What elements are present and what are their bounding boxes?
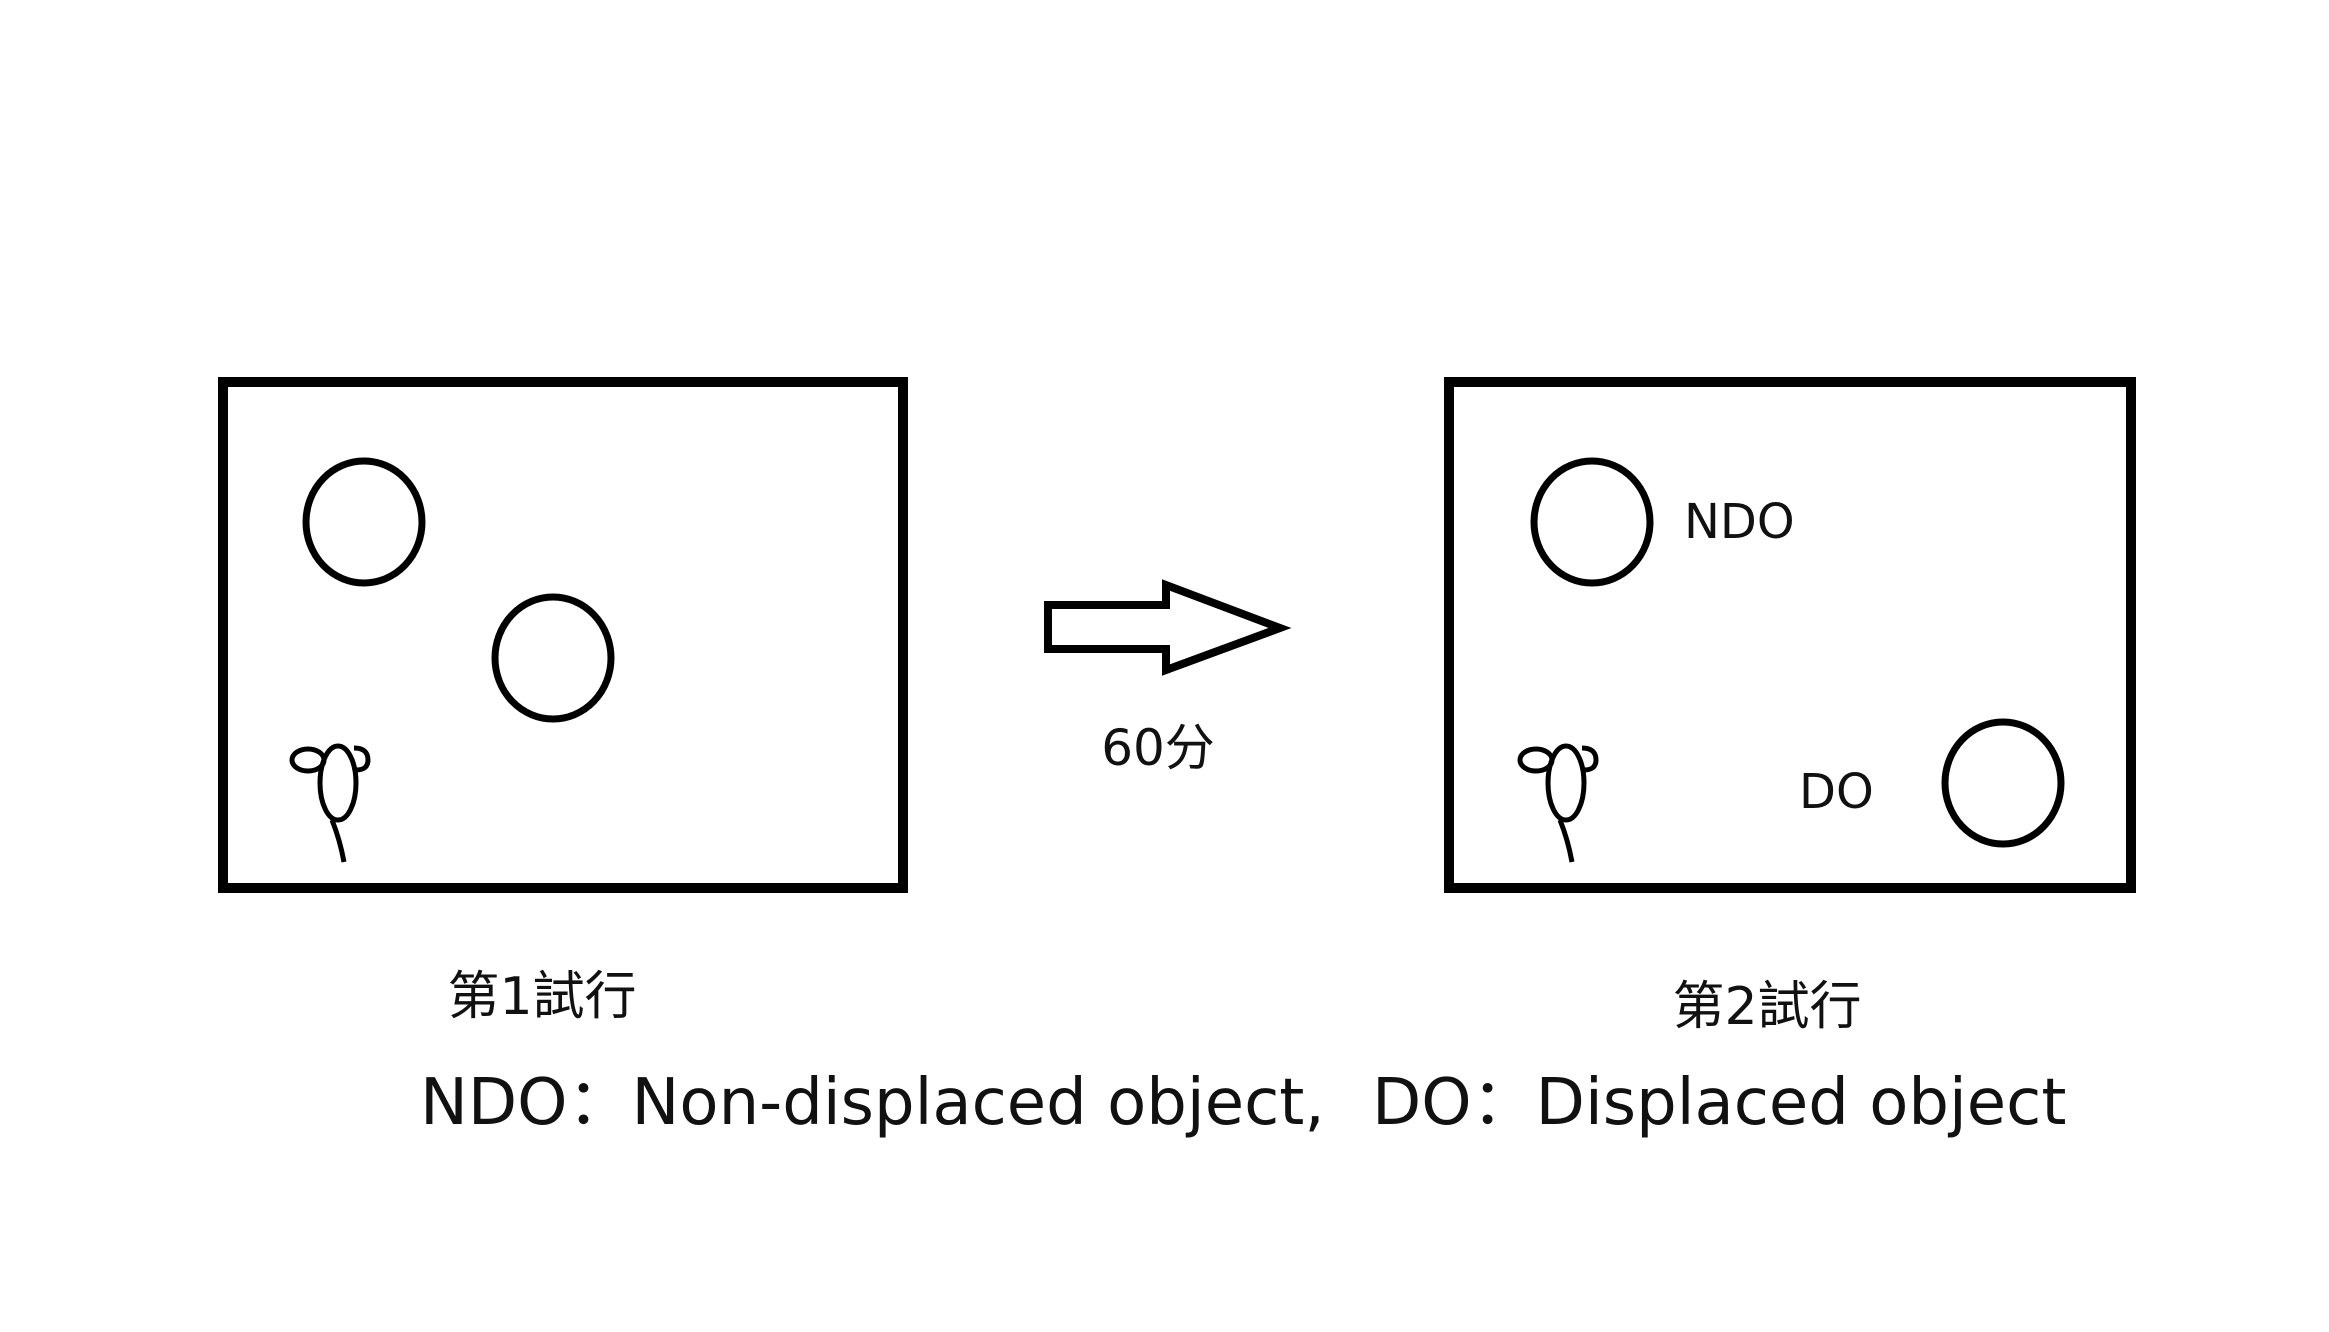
caption-ndo-text: Non-displaced object, bbox=[632, 1066, 1325, 1140]
caption-ndo-abbr: NDO bbox=[420, 1066, 568, 1140]
trial1-label: 第1試行 bbox=[447, 967, 636, 1027]
mouse-icon bbox=[289, 743, 371, 863]
caption-do-text: Displaced object bbox=[1536, 1066, 2067, 1140]
mouse-icon bbox=[1517, 743, 1599, 863]
trial1-object-a bbox=[302, 457, 426, 587]
trial2-label: 第2試行 bbox=[1672, 977, 1861, 1037]
legend-caption: NDO：Non-displaced object,DO：Displaced ob… bbox=[420, 1066, 2066, 1140]
caption-separator: ： bbox=[1472, 1066, 1536, 1140]
trial1-arena bbox=[218, 377, 908, 893]
arrow-right-icon bbox=[1044, 579, 1292, 676]
ndo-label: NDO bbox=[1684, 494, 1795, 550]
trial1-box bbox=[218, 377, 908, 893]
trial2-arena: NDO DO bbox=[1444, 377, 2136, 893]
interval-label: 60分 bbox=[1101, 719, 1215, 777]
trial2-ndo-object bbox=[1530, 457, 1654, 587]
caption-do-abbr: DO bbox=[1372, 1066, 1472, 1140]
do-label: DO bbox=[1799, 764, 1874, 820]
caption-separator: ： bbox=[568, 1066, 632, 1140]
trial1-object-b bbox=[491, 593, 615, 723]
trial2-box bbox=[1444, 377, 2136, 893]
trial2-do-object bbox=[1941, 718, 2065, 848]
